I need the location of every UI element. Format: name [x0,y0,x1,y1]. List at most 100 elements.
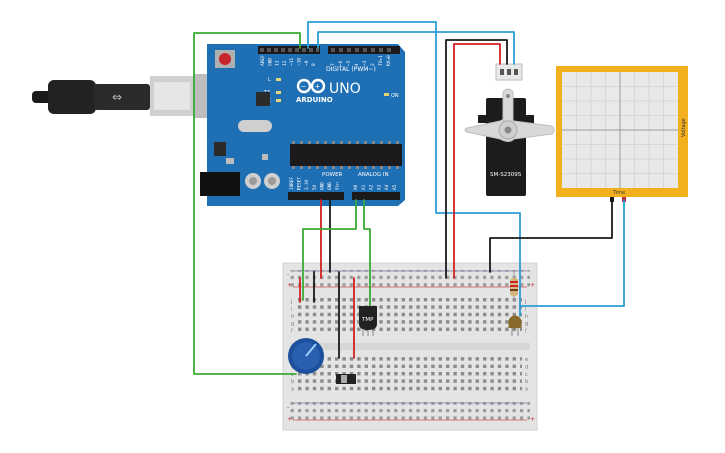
row-letter: d [525,364,528,370]
crystal [238,120,272,132]
pin-label: A1 [361,184,367,190]
potentiometer[interactable] [288,338,324,374]
scope-y-label: Voltage [681,118,687,137]
wire-black-servo-gnd [445,39,508,279]
slide-switch[interactable] [336,374,356,384]
header-analog [352,192,400,200]
wire-blue-scope [519,199,625,307]
wire-green-a1 [363,199,371,307]
pin-label: A0 [353,184,359,190]
pin-label: ~11 [289,58,295,66]
arduino-brand: ARDUINO [296,96,333,104]
pin-label: TX▸1 [378,55,384,66]
pin-label: RESET [297,177,303,190]
row-letter: g [291,321,294,327]
pin-label: RX◂0 [386,55,392,66]
pin-label: ~6 [338,60,344,66]
digital-header-label: DIGITAL (PWM~) [326,66,376,73]
wire-red-servo-power [453,43,501,279]
rail-plus-bottom: + [287,416,292,423]
pin-label: GND [319,182,325,190]
row-letter: a [525,387,528,393]
breadboard[interactable]: - + + - + + jjiihhggffeeddccbbaa [282,262,538,431]
pin-label: A3 [376,184,382,190]
wire-black-scope [489,199,613,273]
terminal-bottom [298,356,522,393]
row-letter: a [291,387,294,393]
atmega-chip [290,144,402,166]
pin-label: AREF [260,55,266,66]
row-letter: h [291,314,294,320]
terminal-top [298,298,522,335]
pin-label: 13 [275,60,281,66]
pin-label: 7 [330,63,336,66]
usb-cable-icon: ⇔ [32,74,230,118]
svg-text:⇔: ⇔ [112,90,122,104]
wire-green-a0 [302,199,357,301]
rail-minus-top: - [287,271,289,278]
row-letter: j [524,299,526,305]
pin-label: 8 [311,63,317,66]
power-header-label: POWER [322,172,343,178]
pin-label: IOREF [289,177,295,190]
oscilloscope[interactable]: Time Voltage [556,66,688,202]
pin-label: 12 [282,60,288,66]
arduino-model: UNO [329,81,361,97]
wire-blue-led [307,21,521,317]
pin-label: 3.3V [304,179,310,190]
row-letter: i [291,306,292,312]
led[interactable] [508,315,522,337]
rail-plus-top-right: + [530,282,535,289]
pin-label: 2 [370,63,376,66]
servo-label: SM-S2309S [490,172,522,178]
analog-header-label: ANALOG IN [358,172,389,178]
rail-plus-bottom-right: + [530,416,535,423]
row-letter: h [525,314,528,320]
pin-label: ~5 [346,60,352,66]
usb-chip [256,92,270,106]
wire-blue-servo-signal [317,31,515,65]
row-letter: g [525,321,528,327]
pin-label: ~9 [304,60,310,66]
pin-label: ~3 [362,60,368,66]
resistor[interactable] [510,272,518,302]
led-on-label: ON [391,93,399,99]
row-letter: b [291,379,294,385]
wires [193,21,625,375]
servo-motor[interactable]: SM-S2309S [464,63,555,196]
pin-label: GND [267,58,273,66]
row-letter: i [525,306,526,312]
scope-x-label: Time [612,190,625,196]
rail-bottom [290,402,530,420]
rail-top [290,270,530,288]
rail-plus-top: + [287,282,292,289]
row-letter: j [290,299,292,305]
row-letter: f [525,329,527,335]
pin-label: A2 [369,184,375,190]
header-power [288,192,344,200]
power-jack [200,172,240,196]
pin-label: Vin [335,182,341,190]
center-channel [290,343,530,350]
pin-label: 5V [312,184,318,190]
pin-label: A4 [384,184,390,190]
pin-label: 4 [354,63,360,66]
row-letter: b [525,379,528,385]
pin-label: A5 [392,184,398,190]
pin-label: GND [327,182,333,190]
arduino-logo-icon: − + [296,78,326,94]
svg-text:+: + [315,83,321,91]
row-letter: c [525,372,528,378]
tmp-sensor[interactable]: TMP [359,306,377,336]
svg-text:−: − [301,83,307,91]
rail-minus-bottom: - [287,404,289,411]
row-letter: f [291,329,293,335]
led-l-label: L [268,77,271,83]
pin-label: ~10 [297,58,303,66]
wire-green-pot [193,32,301,375]
tmp-label: TMP [361,317,374,323]
row-letter: e [525,357,528,363]
